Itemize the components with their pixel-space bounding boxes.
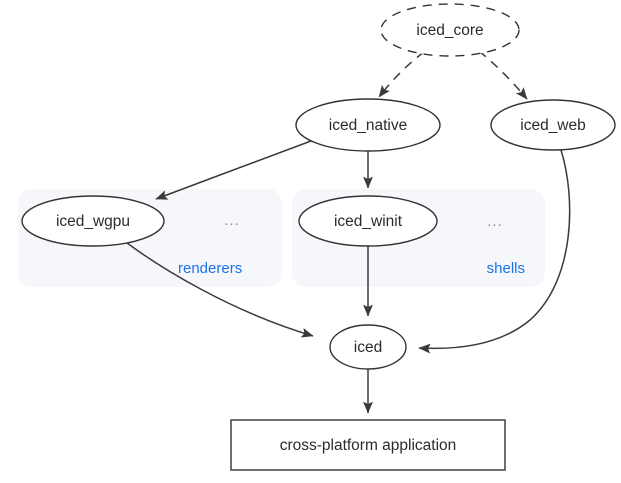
edge-native-to-wgpu — [155, 140, 312, 200]
node-iced-core[interactable]: iced_core — [380, 3, 520, 57]
node-iced-wgpu-shape[interactable] — [21, 195, 165, 247]
edge-wgpu-to-iced — [122, 239, 314, 338]
node-iced-web-label: iced_web — [520, 117, 586, 134]
node-iced-native-label: iced_native — [329, 117, 407, 134]
edge-core-to-native — [378, 51, 425, 98]
node-cross-platform-application-label: cross-platform application — [280, 437, 457, 454]
node-iced-winit-shape[interactable] — [298, 195, 438, 247]
node-iced-core-label: iced_core — [416, 22, 483, 39]
node-cross-platform-application[interactable]: cross-platform application — [230, 419, 506, 471]
node-iced-native[interactable]: iced_native — [295, 98, 441, 152]
node-iced[interactable]: iced — [329, 324, 407, 370]
cluster-shells-ellipsis: ... — [487, 213, 503, 230]
node-cross-platform-application-shape[interactable] — [230, 419, 506, 471]
node-iced-native-shape[interactable] — [295, 98, 441, 152]
node-iced-wgpu-label: iced_wgpu — [56, 213, 130, 230]
node-iced-shape[interactable] — [329, 324, 407, 370]
cluster-renderers-label: renderers — [178, 260, 242, 277]
node-iced-web[interactable]: iced_web — [490, 99, 616, 151]
node-iced-winit[interactable]: iced_winit — [298, 195, 438, 247]
node-iced-wgpu[interactable]: iced_wgpu — [21, 195, 165, 247]
cluster-renderers-ellipsis: ... — [224, 212, 240, 229]
edge-web-to-iced — [418, 149, 571, 354]
node-iced-winit-label: iced_winit — [334, 213, 403, 230]
node-iced-label: iced — [354, 339, 382, 356]
cluster-shells-label: shells — [487, 260, 525, 277]
edge-core-to-web — [478, 50, 528, 100]
node-iced-core-shape[interactable] — [380, 3, 520, 57]
node-iced-web-shape[interactable] — [490, 99, 616, 151]
